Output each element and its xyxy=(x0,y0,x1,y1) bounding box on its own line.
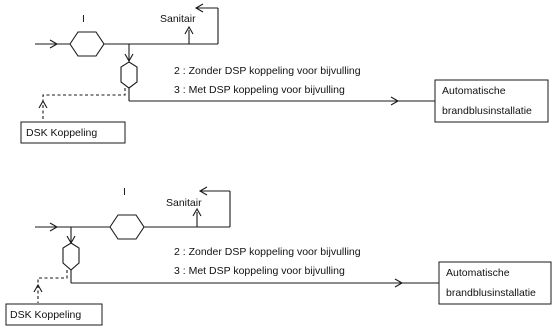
bottom-marker-label: I xyxy=(123,186,126,198)
bottom-main-valve-hexagon xyxy=(109,214,145,240)
top-note-3: 3 : Met DSP koppeling voor bijvulling xyxy=(174,84,345,96)
top-main-valve-hexagon xyxy=(69,31,105,57)
bottom-sprinkler-label-2: brandblusinstallatie xyxy=(446,287,536,299)
bottom-diagram: DSK Koppeling Automatische brandblusinst… xyxy=(5,186,552,326)
bottom-inlet-arrow xyxy=(49,222,59,232)
bottom-sanitary-arrow xyxy=(192,207,202,217)
top-diagram: DSK Koppeling Automatische brandblusinst… xyxy=(20,3,549,144)
bottom-sanitary-label: Sanitair xyxy=(166,197,202,209)
top-marker-label: I xyxy=(82,13,85,25)
bottom-loop-arrow xyxy=(198,186,208,196)
bottom-sprinkler-box xyxy=(438,261,552,305)
bottom-dsk-arrow xyxy=(33,283,43,293)
top-sprinkler-arrow xyxy=(390,96,400,106)
top-sprinkler-label-2: brandblusinstallatie xyxy=(442,105,532,117)
top-note-2: 2 : Zonder DSP koppeling voor bijvulling xyxy=(174,65,361,77)
bottom-dsk-box xyxy=(5,303,103,326)
bottom-dsk-dashed-line xyxy=(37,270,68,303)
top-inlet-arrow xyxy=(49,39,59,49)
top-dsk-dashed-line xyxy=(42,88,126,121)
top-sprinkler-box xyxy=(434,79,549,123)
top-fill-valve-hexagon xyxy=(120,61,138,89)
bottom-dsk-label: DSK Koppeling xyxy=(10,309,81,321)
top-sanitary-label: Sanitair xyxy=(160,13,196,25)
bottom-note-2: 2 : Zonder DSP koppeling voor bijvulling xyxy=(174,246,361,258)
top-dsk-box xyxy=(20,121,126,144)
top-branch-arrow xyxy=(124,53,134,63)
top-loop-arrow xyxy=(194,3,204,13)
top-sanitary-arrow xyxy=(184,25,194,35)
bottom-fill-valve-hexagon xyxy=(62,242,80,271)
bottom-sprinkler-label-1: Automatische xyxy=(446,267,510,279)
top-dsk-arrow xyxy=(38,99,48,109)
top-sprinkler-label-1: Automatische xyxy=(442,85,506,97)
top-dsk-label: DSK Koppeling xyxy=(26,127,97,139)
bottom-note-3: 3 : Met DSP koppeling voor bijvulling xyxy=(174,265,345,277)
bottom-sprinkler-arrow xyxy=(394,278,404,288)
